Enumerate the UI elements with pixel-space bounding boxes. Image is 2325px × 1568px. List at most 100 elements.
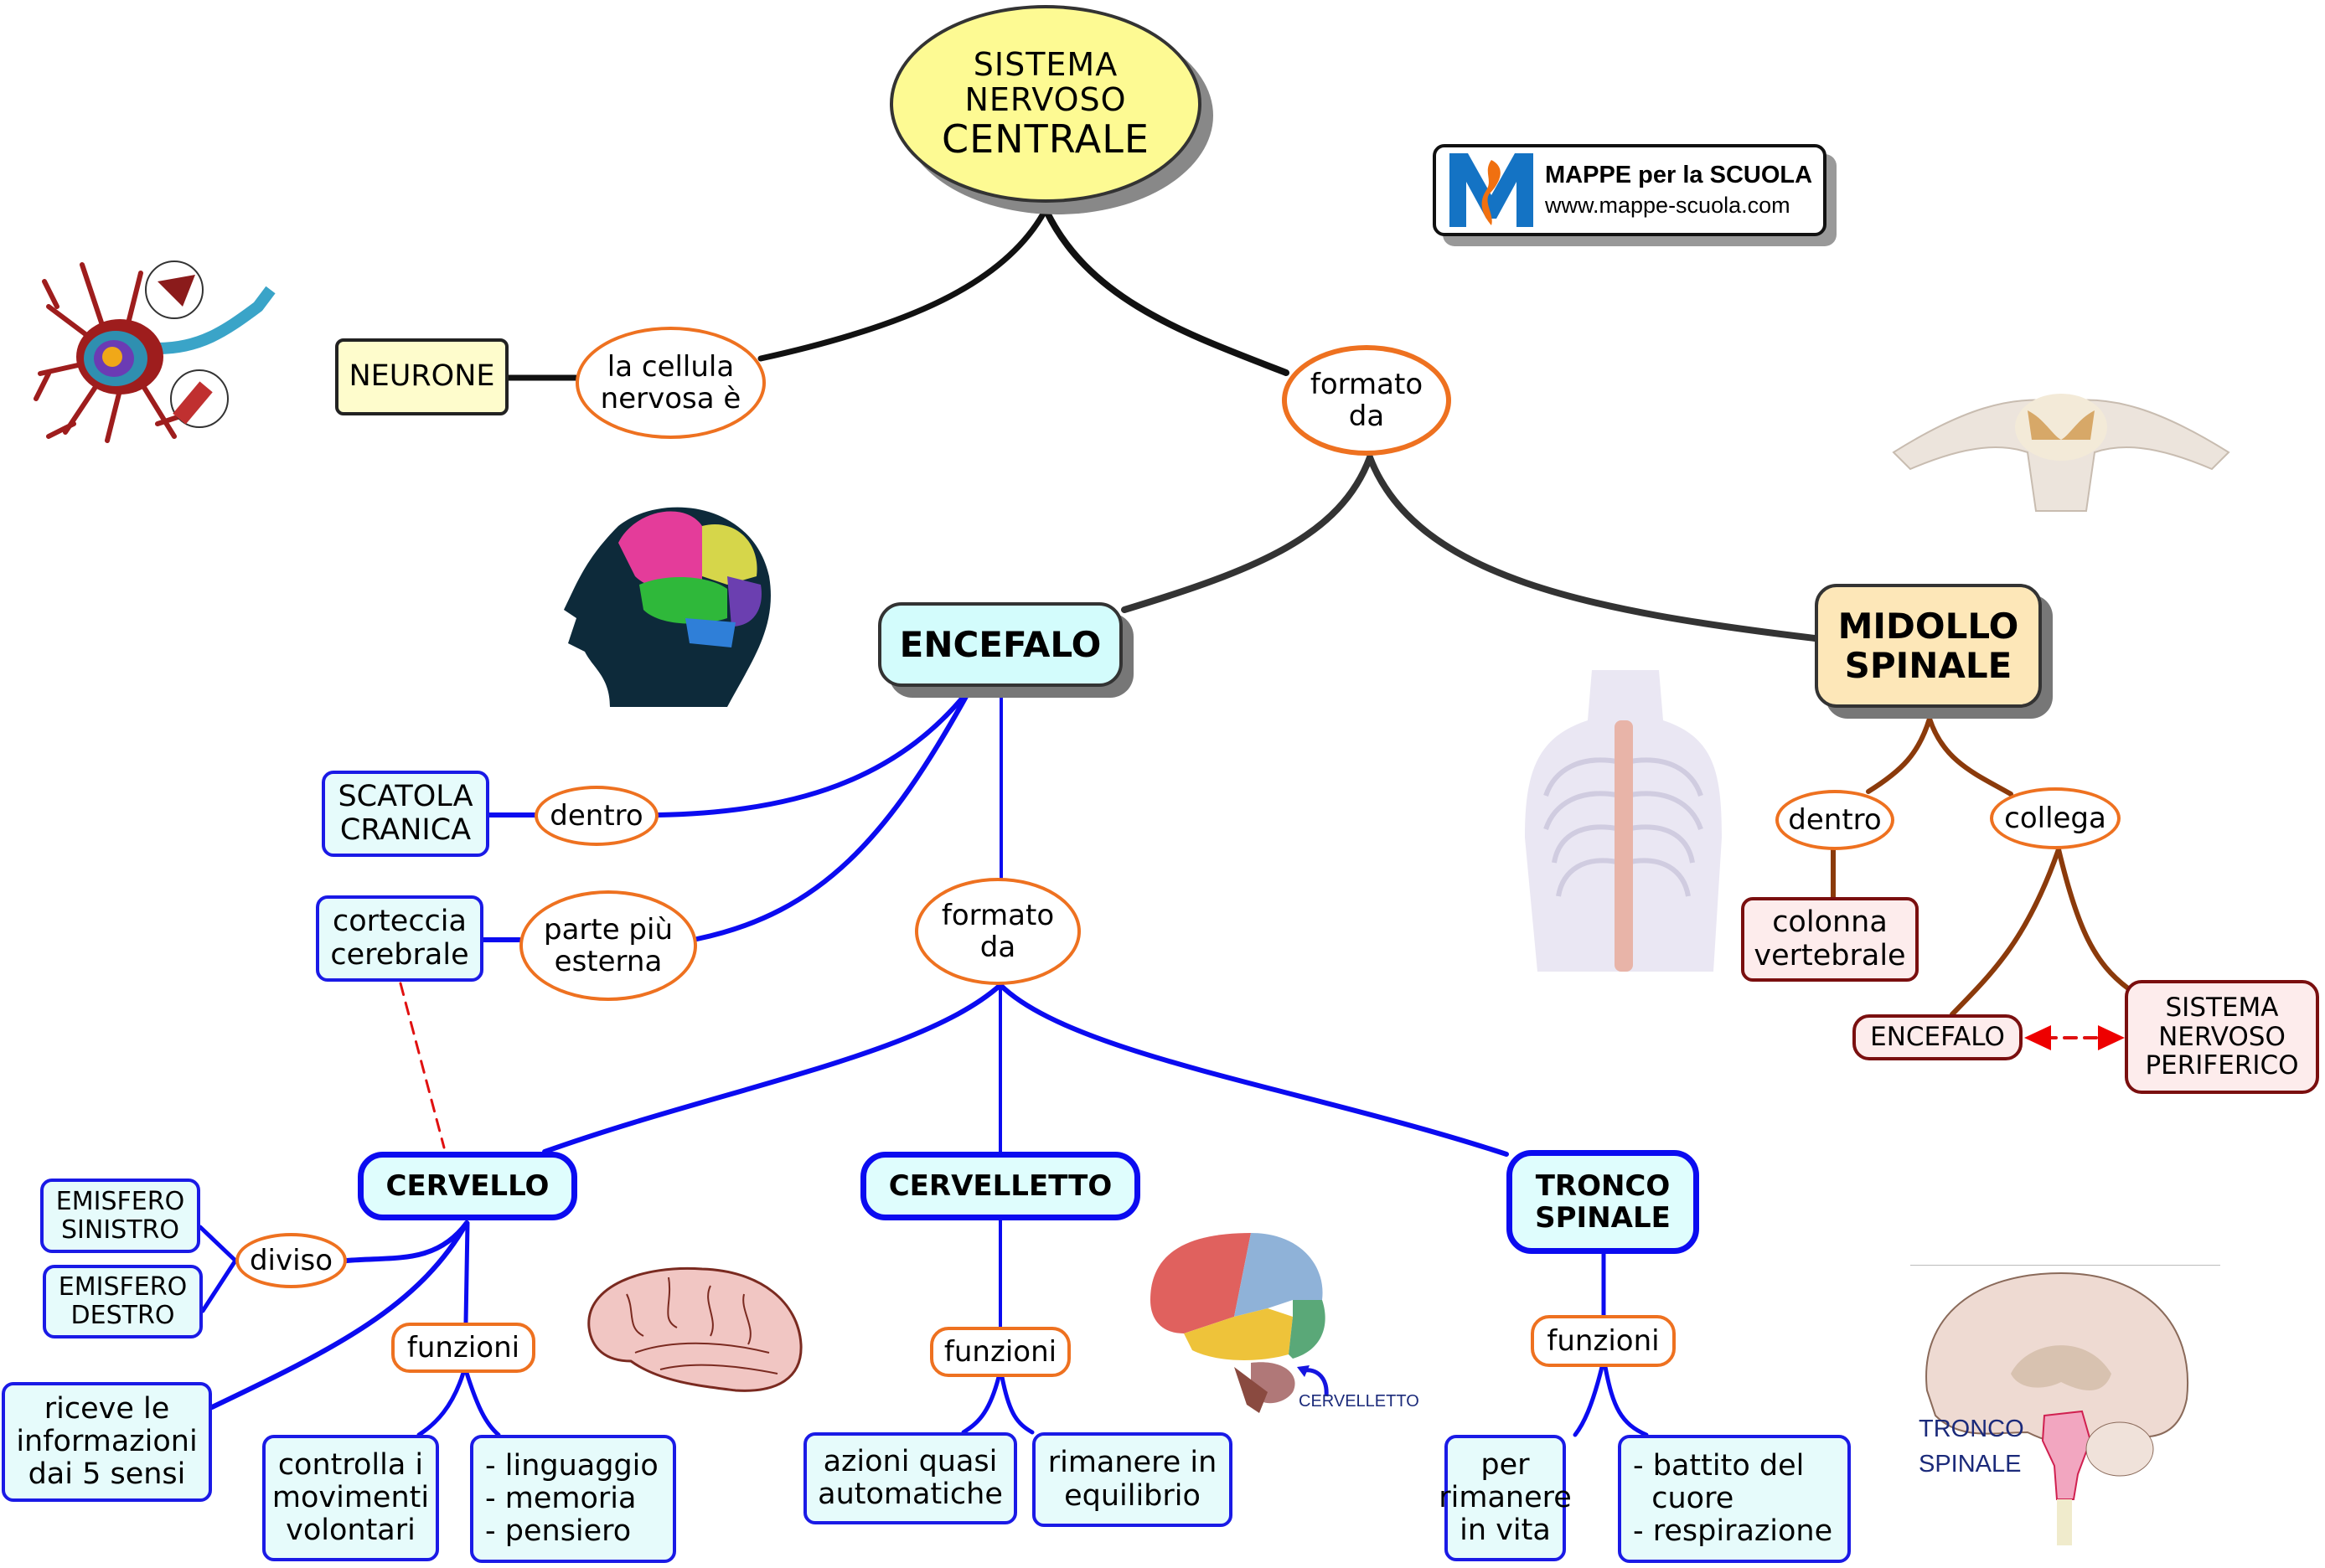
node-per-rimanere-in-vita[interactable]: per rimanere in vita (1439, 1435, 1572, 1561)
link-funzt-vita (1573, 1364, 1604, 1437)
link-formato-midollo (1367, 454, 1818, 642)
node-neurone-label: NEURONE (349, 359, 495, 394)
node-encefalo-label: ENCEFALO (899, 623, 1102, 665)
node-controlla-movimenti[interactable]: controlla i movimenti volontari (262, 1435, 439, 1561)
linking-phrase-parte-piu-esterna-label: parte più esterna (543, 912, 674, 978)
tronco-caption-line2: SPINALE (1919, 1451, 2022, 1478)
link-midollo-collega (1927, 716, 2013, 797)
node-emisfero-sinistro[interactable]: EMISFERO SINISTRO (40, 1179, 200, 1253)
link-formato-tronco (998, 983, 1509, 1157)
node-corteccia-cerebrale-label: corteccia cerebrale (330, 905, 469, 972)
node-azioni-quasi-automatiche[interactable]: azioni quasi automatiche (803, 1432, 1017, 1524)
node-scatola-cranica[interactable]: SCATOLA CRANICA (322, 771, 489, 857)
node-battito-respirazione[interactable]: - battito del cuore - respirazione (1618, 1435, 1851, 1563)
root-line-2: NERVOSO (964, 80, 1127, 118)
node-emisfero-sinistro-label: EMISFERO SINISTRO (55, 1186, 185, 1245)
root-node-sistema-nervoso-centrale[interactable]: SISTEMA NERVOSO CENTRALE (890, 5, 1201, 203)
arrowhead-left (2024, 1025, 2051, 1050)
link-funzc-linguaggio (464, 1370, 501, 1437)
node-emisfero-destro[interactable]: EMISFERO DESTRO (43, 1265, 203, 1338)
linking-phrase-formato-da-mid[interactable]: formato da (915, 878, 1081, 985)
tronco-caption-line1: TRONCO (1919, 1416, 2024, 1442)
node-colonna-vertebrale[interactable]: colonna vertebrale (1741, 897, 1919, 982)
linking-phrase-collega[interactable]: collega (1990, 787, 2121, 849)
linking-phrase-funzioni-cervelletto-label: funzioni (943, 1334, 1057, 1369)
logo-title: MAPPE per la SCUOLA (1545, 162, 1813, 188)
linking-phrase-la-cellula[interactable]: la cellula nervosa è (576, 327, 766, 439)
node-emisfero-destro-label: EMISFERO DESTRO (58, 1272, 188, 1330)
link-midollo-dentro (1866, 716, 1932, 794)
human-spine-back-image (1521, 670, 1726, 993)
arrowhead-right (2098, 1025, 2125, 1050)
linking-phrase-formato-da-top[interactable]: formato da (1282, 345, 1451, 456)
linking-phrase-funzioni-cervelletto[interactable]: funzioni (930, 1327, 1071, 1377)
linking-phrase-diviso[interactable]: diviso (235, 1233, 347, 1288)
head-brain-xray-image (560, 493, 784, 707)
node-scatola-cranica-label: SCATOLA CRANICA (338, 780, 473, 847)
node-sistema-nervoso-periferico-label: SISTEMA NERVOSO PERIFERICO (2145, 992, 2299, 1081)
link-root-lacellula (757, 206, 1049, 362)
node-sistema-nervoso-periferico[interactable]: SISTEMA NERVOSO PERIFERICO (2125, 980, 2319, 1094)
link-collega-snp (2056, 847, 2131, 991)
link-funzc-controlla (416, 1370, 466, 1437)
link-funzcl-equilibrio (1000, 1375, 1035, 1435)
node-battito-respirazione-label: - battito del cuore - respirazione (1633, 1448, 1833, 1549)
node-tronco-spinale-label: TRONCO SPINALE (1535, 1168, 1671, 1235)
linking-phrase-parte-piu-esterna[interactable]: parte più esterna (519, 890, 697, 1001)
node-azioni-quasi-automatiche-label: azioni quasi automatiche (818, 1444, 1003, 1511)
linking-phrase-funzioni-cervello[interactable]: funzioni (391, 1323, 535, 1373)
linking-phrase-dentro-left[interactable]: dentro (535, 786, 659, 846)
node-rimanere-in-equilibrio-label: rimanere in equilibrio (1047, 1446, 1217, 1513)
linking-phrase-collega-label: collega (2004, 801, 2106, 835)
m-logo-icon (1449, 152, 1533, 229)
linking-phrase-dentro-right-label: dentro (1788, 802, 1882, 837)
link-cervello-riceve (209, 1220, 469, 1410)
root-line-1: SISTEMA (973, 45, 1119, 83)
linking-phrase-formato-da-mid-label: formato da (941, 898, 1055, 964)
node-cervelletto[interactable]: CERVELLETTO (860, 1152, 1140, 1220)
node-per-rimanere-in-vita-label: per rimanere in vita (1439, 1447, 1572, 1548)
linking-phrase-diviso-label: diviso (249, 1243, 333, 1277)
cervelletto-caption: CERVELLETTO (1299, 1392, 1419, 1411)
linking-phrase-dentro-right[interactable]: dentro (1775, 790, 1894, 850)
node-riceve-informazioni[interactable]: riceve le informazioni dai 5 sensi (2, 1382, 212, 1502)
linking-phrase-dentro-left-label: dentro (550, 798, 643, 833)
node-cervello[interactable]: CERVELLO (358, 1152, 577, 1220)
node-controlla-movimenti-label: controlla i movimenti volontari (271, 1447, 430, 1548)
link-cervello-diviso (344, 1220, 469, 1263)
linking-phrase-formato-da-top-label: formato da (1310, 367, 1423, 433)
link-diviso-dx (200, 1258, 238, 1313)
spinal-cord-cross-section-image (1877, 360, 2245, 528)
node-colonna-vertebrale-label: colonna vertebrale (1754, 905, 1906, 972)
logo-url[interactable]: www.mappe-scuola.com (1545, 193, 1790, 218)
linking-phrase-la-cellula-label: la cellula nervosa è (600, 349, 741, 415)
link-formato-cervello (542, 983, 1003, 1154)
link-funzt-battito (1603, 1364, 1649, 1437)
link-formato-encefalo (1121, 454, 1373, 613)
node-midollo-spinale-label: MIDOLLO SPINALE (1837, 605, 2019, 686)
node-linguaggio-memoria-pensiero-label: - linguaggio - memoria - pensiero (485, 1448, 659, 1549)
node-cervelletto-label: CERVELLETTO (888, 1168, 1113, 1203)
node-neurone[interactable]: NEURONE (335, 338, 509, 415)
neuron-diagram-image (32, 256, 283, 445)
node-riceve-informazioni-label: riceve le informazioni dai 5 sensi (16, 1391, 198, 1492)
brain-lobes-colored-image (1142, 1225, 1343, 1413)
node-corteccia-cerebrale[interactable]: corteccia cerebrale (316, 895, 483, 982)
link-encefalo-parte (695, 691, 970, 941)
node-tronco-spinale[interactable]: TRONCO SPINALE (1506, 1150, 1699, 1254)
link-diviso-sx (198, 1225, 238, 1263)
node-encefalo-small-label: ENCEFALO (1870, 1022, 2005, 1053)
node-rimanere-in-equilibrio[interactable]: rimanere in equilibrio (1032, 1432, 1232, 1527)
link-root-formato (1042, 206, 1289, 376)
linking-phrase-funzioni-tronco[interactable]: funzioni (1531, 1315, 1676, 1367)
node-encefalo-small[interactable]: ENCEFALO (1852, 1014, 2023, 1060)
node-midollo-spinale[interactable]: MIDOLLO SPINALE (1815, 584, 2042, 708)
node-cervello-label: CERVELLO (385, 1168, 550, 1203)
node-linguaggio-memoria-pensiero[interactable]: - linguaggio - memoria - pensiero (470, 1435, 676, 1563)
root-line-3: CENTRALE (942, 116, 1150, 162)
dashed-link-corteccia-cervello (399, 982, 446, 1149)
node-encefalo[interactable]: ENCEFALO (878, 602, 1123, 687)
link-encefalo-dentro (656, 691, 969, 818)
mappe-scuola-logo[interactable]: MAPPE per la SCUOLA www.mappe-scuola.com (1433, 144, 1826, 236)
